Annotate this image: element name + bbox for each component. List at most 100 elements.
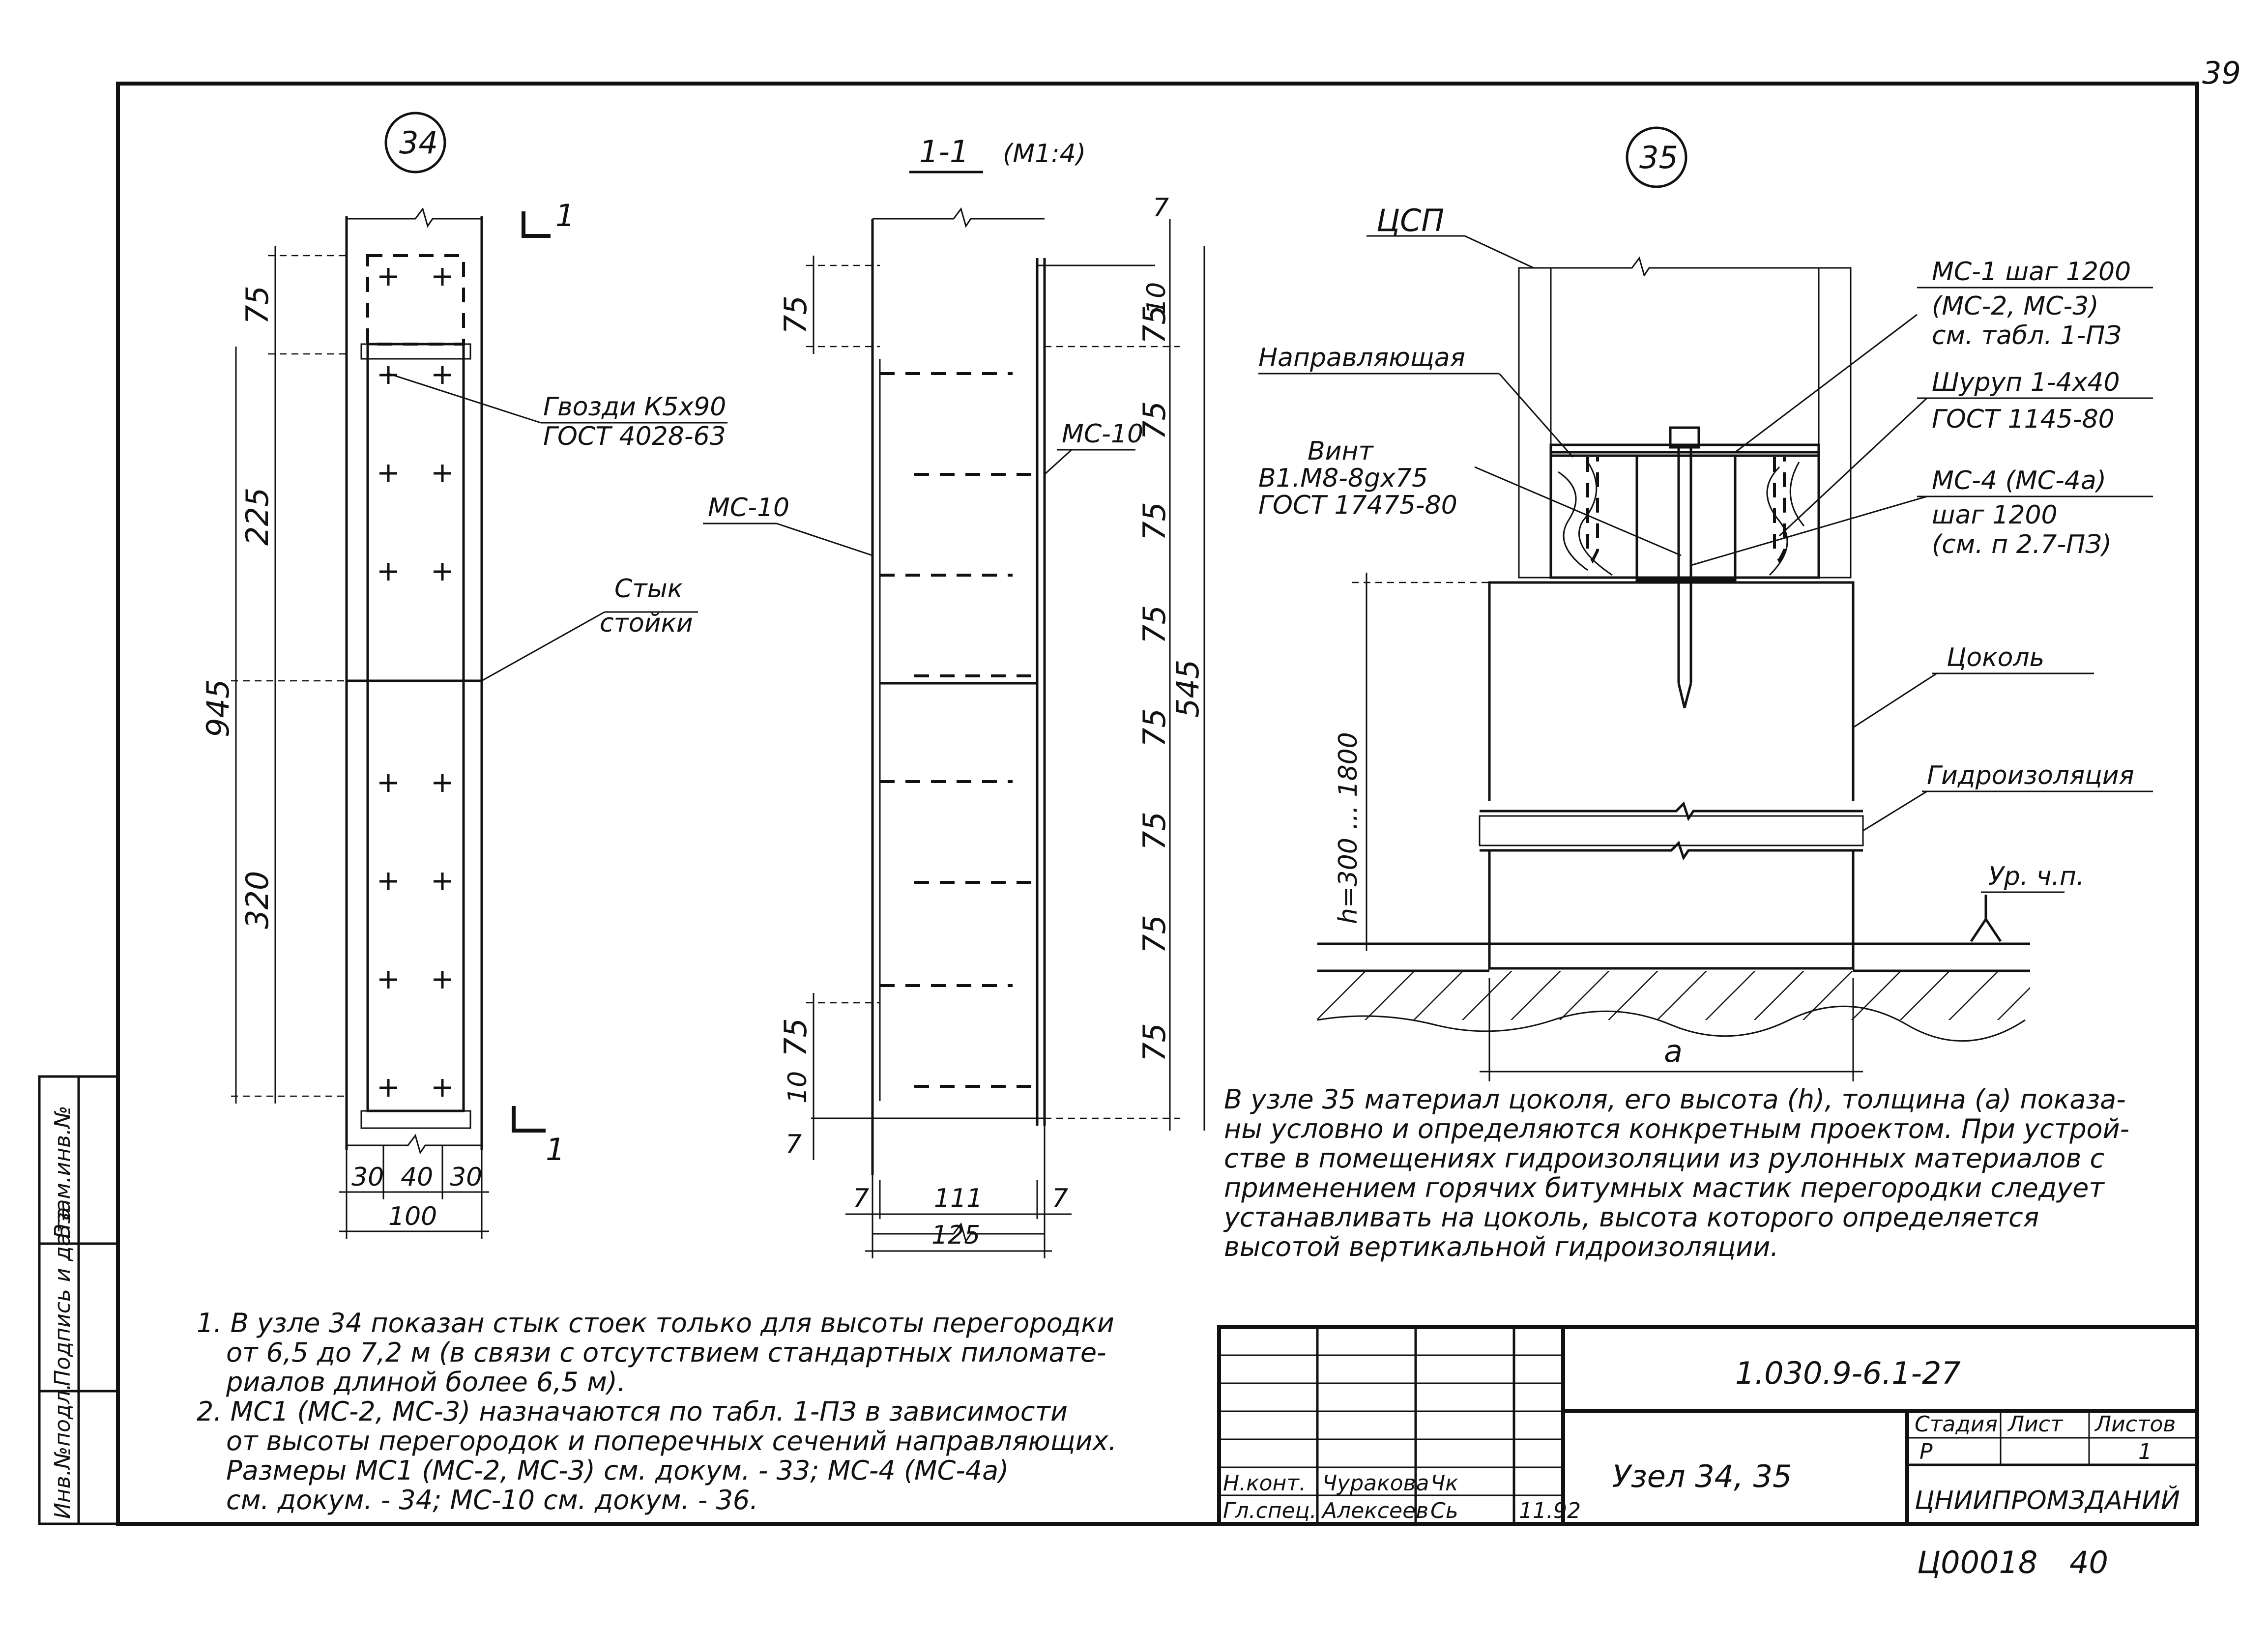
side-stamp-sign: Подпись и дата (50, 1207, 75, 1386)
label-floor: Ур. ч.п. (1988, 862, 2085, 891)
label-dowel-2: ГОСТ 1145-80 (1932, 405, 2115, 434)
sheets-value: 1 (2138, 1439, 2152, 1464)
label-screw-3: ГОСТ 17475-80 (1258, 491, 1457, 520)
note35-line: ны условно и определяются конкретным про… (1224, 1113, 2129, 1144)
label-mc10-right: МС-10 (1062, 419, 1143, 449)
note-35: В узле 35 материал цоколя, его высота (h… (1223, 1084, 2129, 1262)
dim-right-75-6: 75 (1136, 812, 1172, 850)
fastener-dashes (880, 372, 1037, 1088)
dim-left-75a: 75 (778, 295, 814, 334)
label-screw-1: Винт (1308, 437, 1374, 466)
side-stamp: Инв.№подл. Подпись и дата Взам.инв.№ (38, 1075, 119, 1525)
label-mc4-2: шаг 1200 (1932, 500, 2058, 530)
label-mc1-2: (МС-2, МС-3) (1932, 291, 2099, 321)
node-34-number: 34 (399, 125, 438, 161)
dim-right-75-5: 75 (1136, 708, 1172, 747)
dim-left-75b: 75 (778, 1018, 814, 1057)
doc-code: 1.030.9-6.1-27 (1735, 1355, 1961, 1391)
doc-title: Узел 34, 35 (1612, 1458, 1792, 1494)
stage-value: Р (1919, 1439, 1933, 1464)
dim-225: 225 (239, 488, 275, 546)
note35-line: устанавливать на цоколь, высота которого… (1223, 1202, 2039, 1233)
label-dowel-1: Шуруп 1-4х40 (1932, 368, 2120, 397)
sign-1: Чк (1430, 1471, 1458, 1496)
nail-markers (379, 268, 451, 1097)
sign-2: Сь (1430, 1498, 1458, 1523)
dim-30b: 30 (450, 1163, 482, 1192)
dim-left-10: 10 (783, 1071, 813, 1104)
notes-line: см. докум. - 34; МС-10 см. докум. - 36. (226, 1484, 758, 1515)
dim-125: 125 (931, 1221, 980, 1250)
role-1: Н.конт. (1223, 1471, 1306, 1496)
section-scale: (М1:4) (1003, 139, 1086, 169)
dim-100: 100 (388, 1202, 437, 1231)
notes-line: риалов длиной более 6,5 м). (226, 1367, 626, 1397)
stage-header: Стадия (1915, 1412, 1998, 1437)
dim-111: 111 (934, 1184, 983, 1213)
section-1-1: 1-1 (М1:4) 75 75 10 (703, 134, 1206, 1258)
sheets-header: Листов (2094, 1412, 2176, 1437)
label-csp: ЦСП (1376, 203, 1444, 238)
dim-left-7: 7 (785, 1130, 802, 1159)
general-notes: 1. В узле 34 показан стык стоек только д… (197, 1308, 1117, 1515)
page-number: 39 (2202, 55, 2241, 91)
label-joint-2: стойки (600, 609, 693, 638)
sheet-header: Лист (2007, 1412, 2064, 1437)
note35-line: В узле 35 материал цоколя, его высота (h… (1224, 1084, 2126, 1115)
note35-line: стве в помещениях гидроизоляции из рулон… (1224, 1143, 2104, 1174)
sheet-frame (116, 82, 2199, 1526)
notes-line: 1. В узле 34 показан стык стоек только д… (197, 1308, 1114, 1339)
dim-right-75-4: 75 (1136, 605, 1172, 644)
date: 11.92 (1519, 1498, 1581, 1523)
title-block: 1.030.9-6.1-27 Узел 34, 35 Стадия Лист Л… (1217, 1325, 2199, 1526)
label-mc1-1: МС-1 шаг 1200 (1932, 257, 2131, 287)
node-34-circle (384, 112, 446, 174)
name-1: Чуракова (1322, 1471, 1429, 1496)
node-34-section-top: 1 (555, 198, 575, 233)
archive-page: 40 (2069, 1544, 2108, 1580)
node-35-circle (1626, 126, 1687, 188)
label-waterproof: Гидроизоляция (1927, 761, 2134, 790)
dim-75: 75 (239, 286, 275, 324)
node-35-number: 35 (1639, 140, 1678, 175)
dim-40: 40 (401, 1163, 433, 1192)
dim-right-75-2: 75 (1136, 401, 1172, 440)
label-screw-2: В1.М8-8gх75 (1258, 464, 1428, 493)
notes-line: от высоты перегородок и поперечных сечен… (226, 1426, 1117, 1456)
dim-320: 320 (239, 871, 275, 929)
notes-line: от 6,5 до 7,2 м (в связи с отсутствием с… (226, 1337, 1106, 1368)
label-nails-1: Гвозди К5х90 (543, 392, 726, 422)
side-stamp-replace: Взам.инв.№ (50, 1106, 75, 1239)
label-joint-1: Стык (614, 574, 683, 604)
dim-945: 945 (200, 679, 236, 737)
side-stamp-inv: Инв.№подл. (50, 1383, 75, 1519)
org-name: ЦНИИПРОМЗДАНИЙ (1915, 1485, 2180, 1515)
notes-line: 2. МС1 (МС-2, МС-3) назначаются по табл.… (197, 1396, 1068, 1427)
csp-board-right (1818, 267, 1852, 579)
dim-right-75-1: 75 (1136, 305, 1172, 344)
dim-right-75-7: 75 (1136, 915, 1172, 954)
label-plinth: Цоколь (1947, 643, 2044, 672)
role-2: Гл.спец. (1223, 1498, 1317, 1523)
label-mc4-3: (см. п 2.7-ПЗ) (1932, 530, 2112, 559)
notes-line: Размеры МС1 (МС-2, МС-3) см. докум. - 33… (226, 1455, 1009, 1486)
note35-line: применением горячих битумных мастик пере… (1224, 1172, 2105, 1203)
mc-plate (1549, 443, 1820, 457)
guide-timber (1549, 451, 1820, 579)
dim-7b: 7 (1052, 1184, 1068, 1213)
name-2: Алексеев (1321, 1498, 1428, 1523)
note35-line: высотой вертикальной гидроизоляции. (1224, 1231, 1779, 1262)
dim-right-10: 10 (1142, 282, 1171, 315)
dim-right-75-8: 75 (1136, 1023, 1172, 1062)
plinth (1488, 581, 1855, 970)
section-title: 1-1 (919, 134, 969, 170)
label-a: a (1664, 1033, 1683, 1069)
label-nails-2: ГОСТ 4028-63 (543, 422, 726, 451)
csp-board-left (1518, 267, 1552, 579)
dim-total-545: 545 (1170, 660, 1206, 718)
label-mc4-1: МС-4 (МС-4а) (1932, 466, 2106, 495)
label-h: h=300 ... 1800 (1334, 732, 1363, 924)
dim-7a: 7 (853, 1184, 869, 1213)
label-mc1-3: см. табл. 1-ПЗ (1932, 321, 2122, 350)
